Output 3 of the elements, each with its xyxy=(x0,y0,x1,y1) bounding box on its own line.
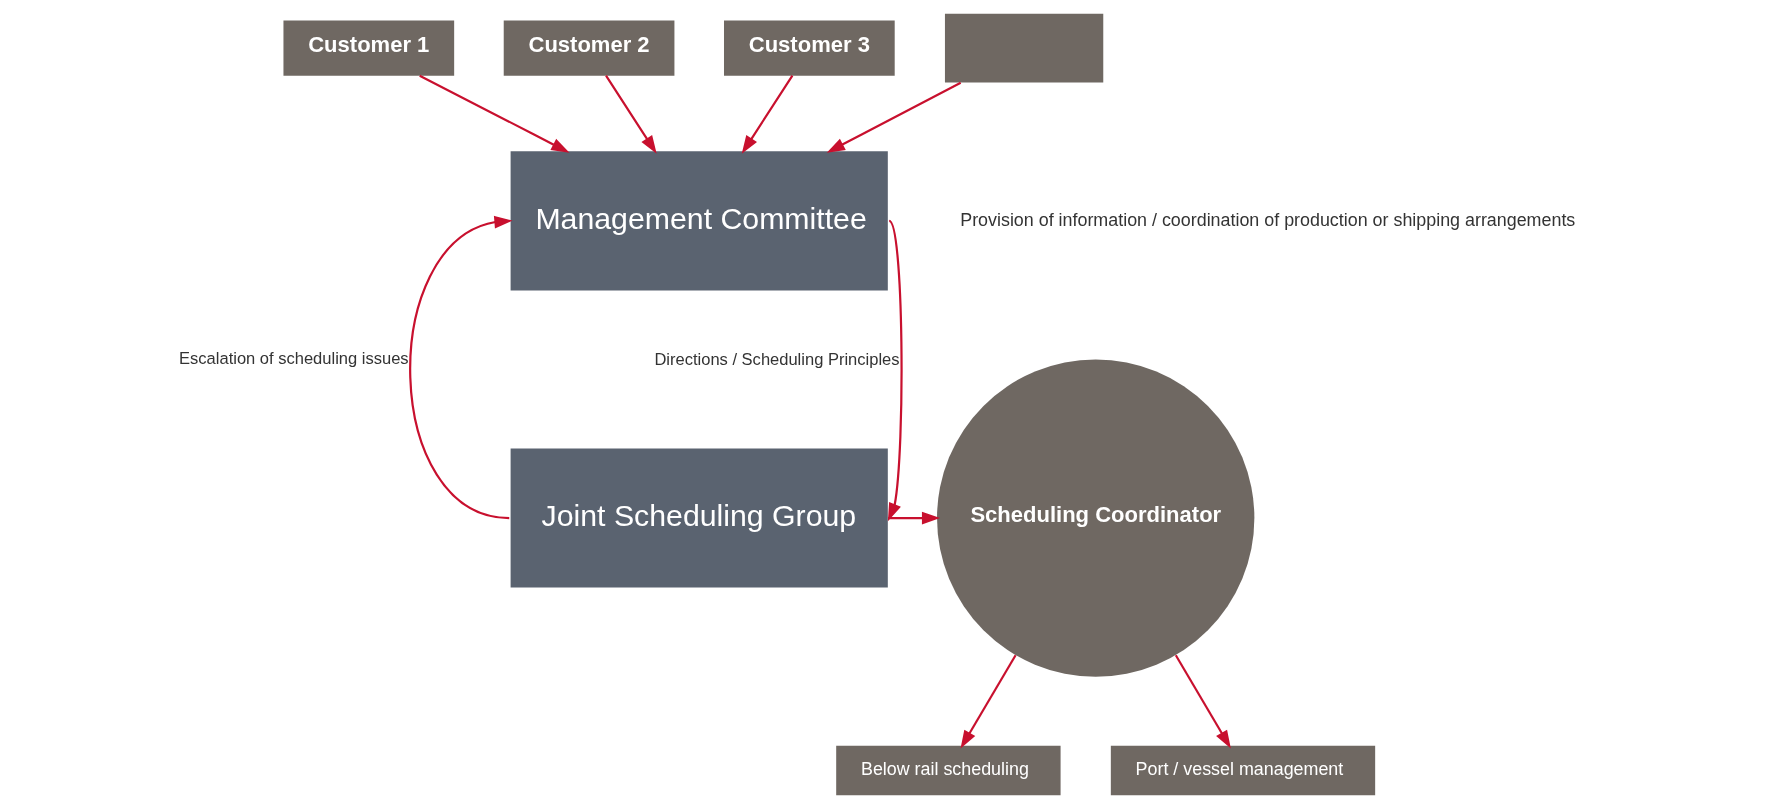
label: Provision of information / coordination of production or shipping arrangements xyxy=(960,209,1576,230)
edge-label: Escalation of scheduling issues xyxy=(179,349,409,369)
edge-label: Directions / Scheduling Principles xyxy=(654,350,900,370)
